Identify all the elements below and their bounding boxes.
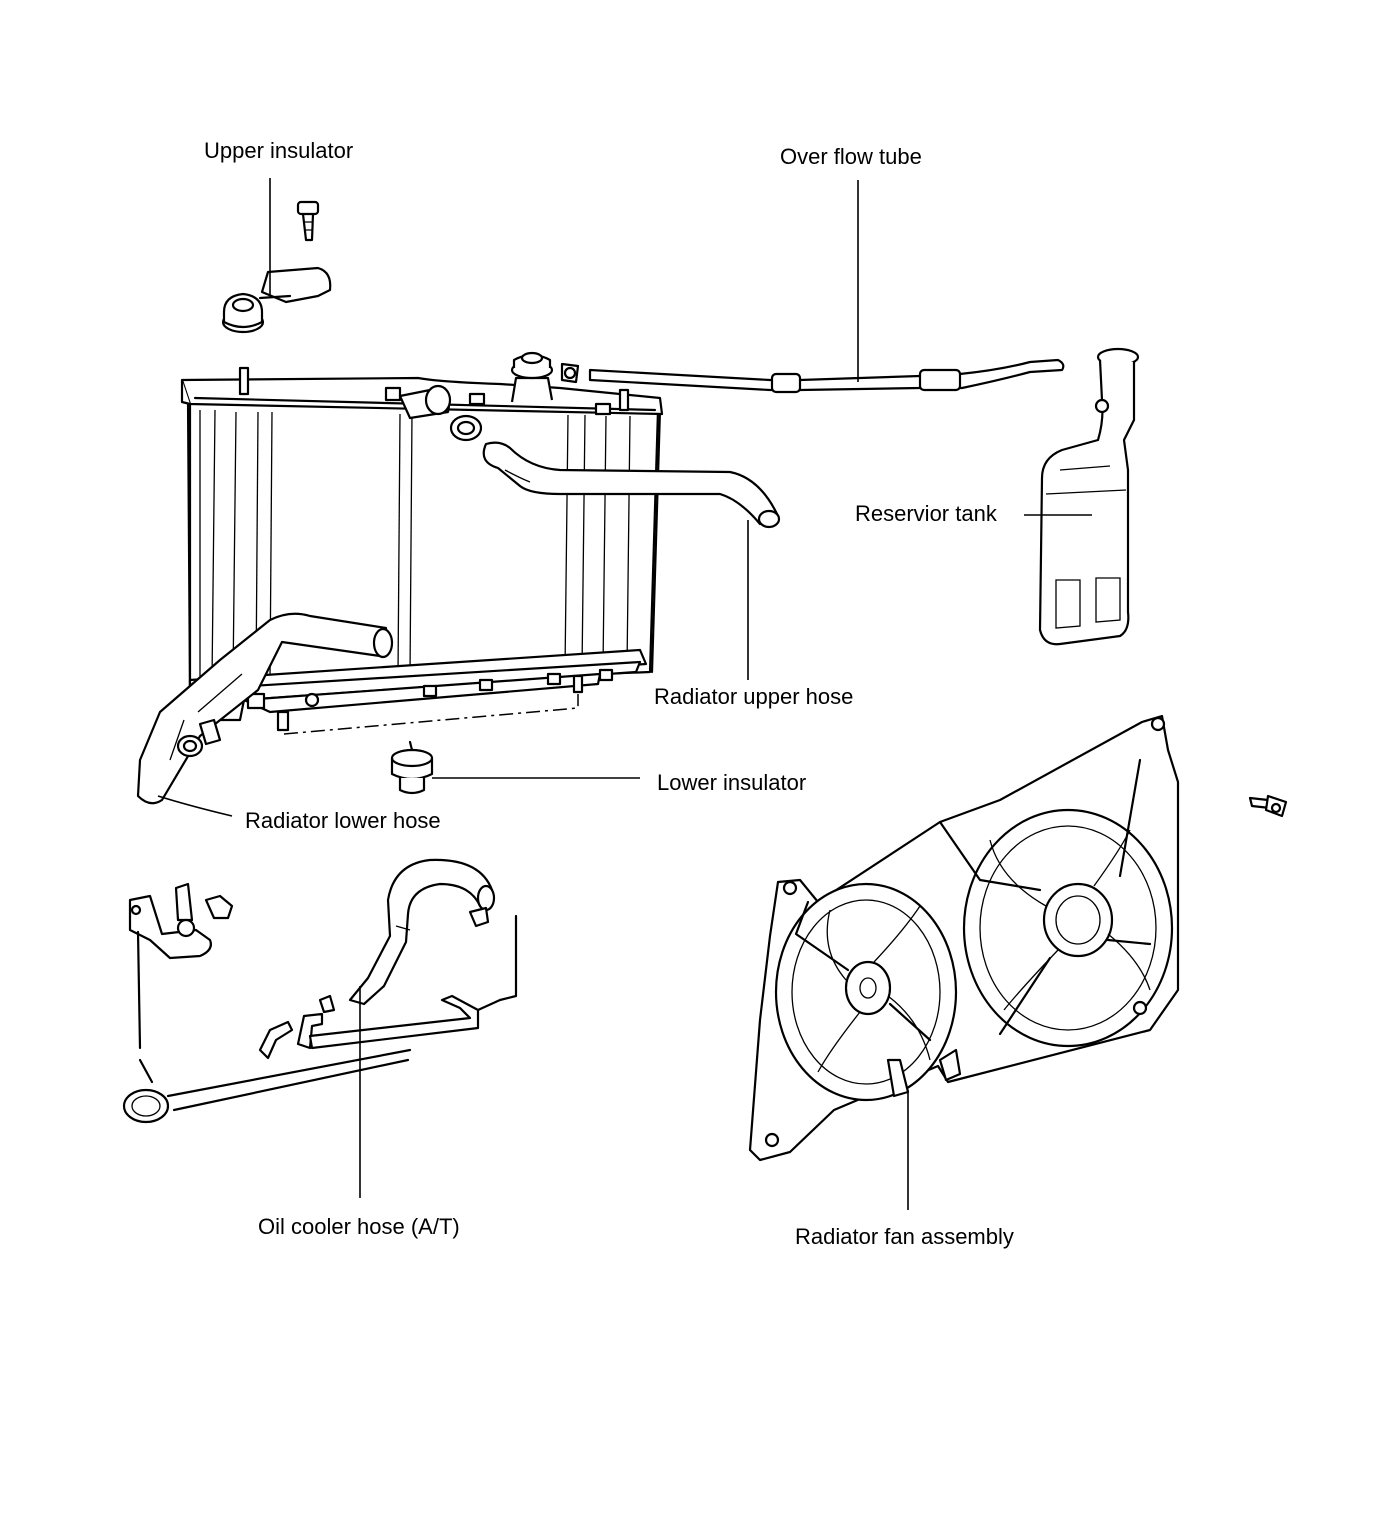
label-radiator-fan-assembly: Radiator fan assembly: [795, 1224, 1014, 1249]
leader-lines: [157, 178, 1092, 1210]
oil-cooler-bracket: [128, 882, 234, 1050]
fan-assembly-bolt: [1248, 794, 1288, 818]
label-oil-cooler-hose: Oil cooler hose (A/T): [258, 1214, 460, 1239]
over-flow-tube-part: [588, 358, 1065, 394]
oil-cooler-hose-part: [348, 858, 496, 1006]
label-radiator-upper-hose: Radiator upper hose: [654, 684, 854, 709]
radiator-upper-hose-part: [482, 441, 781, 529]
radiator-fan-assembly-part: [748, 714, 1180, 1162]
label-reservior-tank: Reservior tank: [855, 501, 997, 526]
label-lower-insulator: Lower insulator: [657, 770, 807, 795]
radiator-inlet-pipe: [398, 384, 483, 442]
lower-insulator-part: [390, 740, 434, 795]
upper-insulator-part: [221, 266, 332, 334]
label-upper-insulator: Upper insulator: [204, 138, 354, 163]
label-radiator-lower-hose: Radiator lower hose: [245, 808, 441, 833]
radiator-lower-hose-part: [136, 612, 394, 805]
upper-insulator-bolt: [296, 200, 320, 242]
radiator-cap: [510, 351, 580, 403]
reservior-tank-part: [1038, 347, 1140, 646]
label-over-flow-tube: Over flow tube: [780, 144, 922, 169]
oil-cooler-pipe: [122, 914, 518, 1124]
